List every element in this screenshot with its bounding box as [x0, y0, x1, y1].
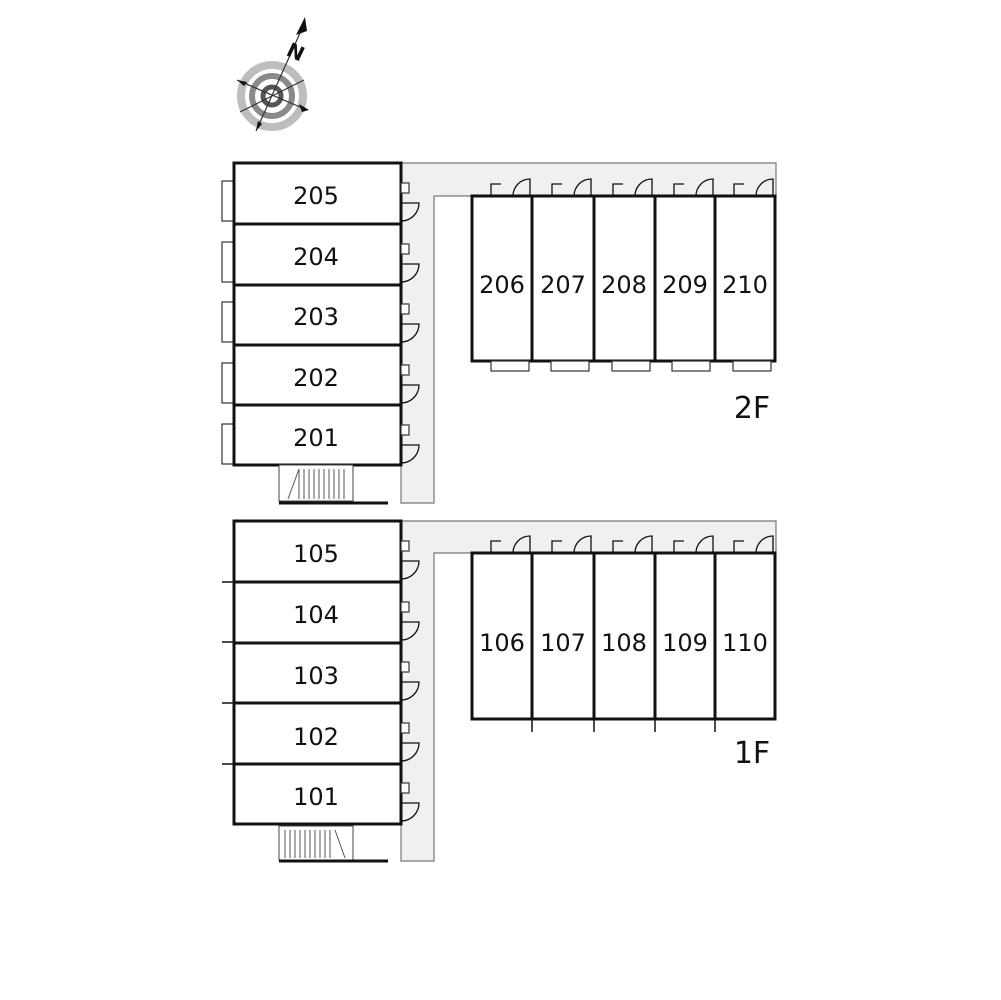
- room-101[interactable]: 101: [232, 762, 420, 826]
- staircase: [278, 464, 388, 505]
- floor-label-2f: 2F: [734, 391, 770, 426]
- staircase: [278, 825, 388, 863]
- room-204[interactable]: 204: [221, 222, 420, 287]
- room-label: 101: [293, 783, 339, 811]
- floor-1f: 105 104 103 102 101: [222, 519, 777, 863]
- room-label: 105: [293, 540, 339, 568]
- floor-2f: 205 204 203 202 201: [221, 161, 777, 505]
- room-label: 107: [540, 629, 586, 657]
- room-110[interactable]: 110: [713, 535, 777, 721]
- room-label: 106: [479, 629, 525, 657]
- room-label: 210: [722, 271, 768, 299]
- room-label: 207: [540, 271, 586, 299]
- room-205[interactable]: 205: [221, 161, 420, 226]
- room-206[interactable]: 206: [470, 178, 534, 372]
- room-label: 102: [293, 723, 339, 751]
- room-209[interactable]: 209: [653, 178, 717, 372]
- room-label: 203: [293, 303, 339, 331]
- room-label: 109: [662, 629, 708, 657]
- room-208[interactable]: 208: [592, 178, 657, 372]
- corridor: [400, 162, 777, 504]
- room-label: 205: [293, 182, 339, 210]
- corridor: [400, 520, 777, 862]
- room-label: 209: [662, 271, 708, 299]
- room-201[interactable]: 201: [221, 403, 420, 467]
- room-102[interactable]: 102: [222, 701, 420, 766]
- room-203[interactable]: 203: [221, 283, 420, 347]
- room-label: 103: [293, 662, 339, 690]
- room-106[interactable]: 106: [470, 535, 534, 732]
- room-label: 108: [601, 629, 647, 657]
- room-207[interactable]: 207: [530, 178, 596, 372]
- floor-label-1f: 1F: [734, 736, 770, 771]
- room-210[interactable]: 210: [713, 178, 777, 372]
- room-104[interactable]: 104: [222, 580, 420, 645]
- room-label: 208: [601, 271, 647, 299]
- room-105[interactable]: 105: [222, 519, 420, 584]
- room-label: 206: [479, 271, 525, 299]
- room-label: 201: [293, 424, 339, 452]
- room-label: 204: [293, 243, 339, 271]
- room-103[interactable]: 103: [222, 641, 420, 705]
- room-202[interactable]: 202: [221, 343, 420, 407]
- room-108[interactable]: 108: [592, 535, 657, 732]
- room-label: 202: [293, 364, 339, 392]
- room-label: 104: [293, 601, 339, 629]
- room-label: 110: [722, 629, 768, 657]
- compass-rose-icon: N: [236, 17, 309, 132]
- room-109[interactable]: 109: [653, 535, 717, 732]
- room-107[interactable]: 107: [530, 535, 596, 732]
